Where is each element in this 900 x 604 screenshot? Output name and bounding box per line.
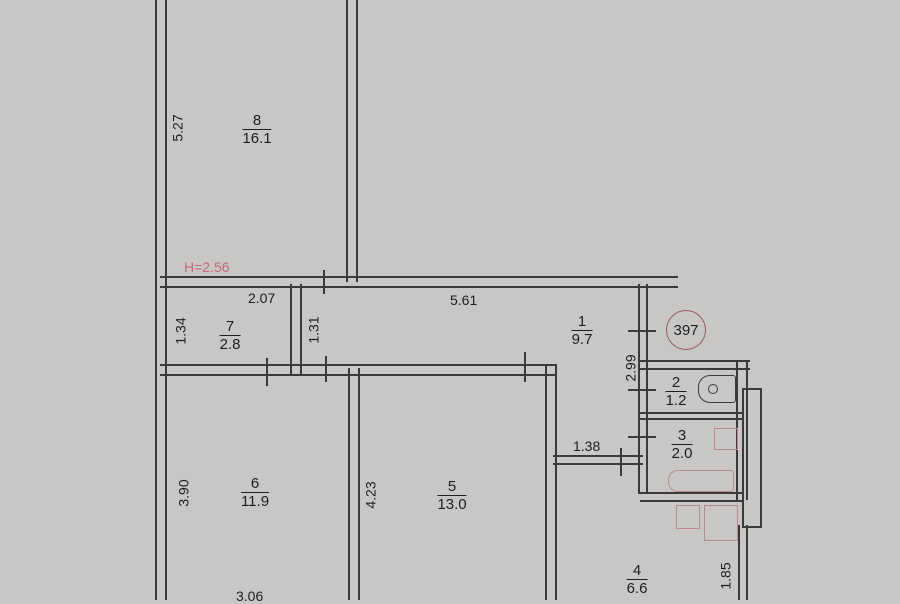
ventilation-shaft: [742, 388, 762, 528]
room-2-label: 2 1.2: [665, 374, 687, 409]
stove-icon: [704, 505, 738, 541]
door-tick: [628, 436, 656, 438]
wall-room8-right: [346, 0, 358, 282]
door-tick: [628, 330, 656, 332]
door-tick: [628, 389, 656, 391]
room-5-label: 5 13.0: [437, 478, 467, 513]
door-tick: [323, 270, 325, 294]
room-1-label: 1 9.7: [571, 313, 593, 348]
room-4-label: 4 6.6: [626, 562, 648, 597]
room-8-label: 8 16.1: [242, 112, 272, 147]
wall-wc-top: [640, 360, 750, 370]
dim-room8-length: 5.27: [169, 114, 186, 142]
wall-bath-bottom: [640, 492, 744, 502]
wall-corridor-top: [160, 276, 678, 288]
dim-room6-width: 3.06: [236, 588, 264, 604]
dim-kitchen-length: 1.85: [717, 562, 734, 590]
kitchen-sink-icon: [676, 505, 700, 529]
dim-room7-width: 2.07: [248, 290, 276, 306]
dim-corridor-width: 1.31: [305, 316, 322, 344]
sink-icon: [714, 428, 738, 450]
door-tick: [325, 356, 327, 382]
wall-left-outer: [155, 0, 167, 600]
door-tick: [524, 352, 526, 382]
bathtub-icon: [668, 470, 734, 492]
dim-corridor-length: 5.61: [450, 292, 478, 308]
dim-room7-length: 1.34: [172, 317, 189, 345]
door-tick: [266, 358, 268, 386]
wall-kitchen-right: [738, 525, 748, 600]
dim-room6-length: 3.90: [175, 479, 192, 507]
toilet-bowl-icon: [708, 384, 718, 394]
room-7-label: 7 2.8: [219, 318, 241, 353]
wall-room6-right: [348, 368, 360, 600]
apartment-number-badge: 397: [666, 310, 706, 350]
wall-room5-right: [545, 364, 557, 600]
wall-corridor-bottom: [160, 364, 555, 376]
room-6-label: 6 11.9: [240, 475, 270, 510]
room-3-label: 3 2.0: [671, 427, 693, 462]
dim-room5-length: 4.23: [362, 481, 379, 509]
wall-room7-right: [290, 284, 302, 374]
wall-kitchen-passage: [553, 455, 643, 465]
dim-kitchen-passage: 1.38: [573, 438, 601, 454]
dim-hall-length: 2.99: [622, 354, 639, 382]
ceiling-height-note: H=2.56: [184, 259, 230, 275]
door-tick: [620, 448, 622, 476]
toilet-icon: [698, 375, 736, 403]
wall-wc-bath-divider: [640, 412, 744, 420]
